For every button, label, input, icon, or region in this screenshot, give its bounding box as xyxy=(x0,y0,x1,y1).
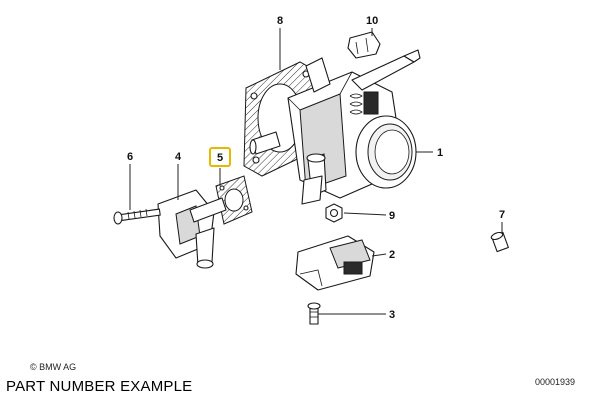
callout-10[interactable]: 10 xyxy=(366,15,378,27)
callout-1[interactable]: 1 xyxy=(437,147,443,159)
callout-3[interactable]: 3 xyxy=(389,309,395,321)
callout-6[interactable]: 6 xyxy=(127,151,133,163)
callout-5-highlight xyxy=(209,147,231,167)
part-7-pin[interactable] xyxy=(490,231,509,253)
part-4-flange[interactable] xyxy=(157,189,227,269)
callout-5[interactable]: 5 xyxy=(217,152,223,164)
leader-lines xyxy=(129,28,503,315)
part-5-gasket[interactable] xyxy=(215,175,253,225)
document-number: 00001939 xyxy=(535,377,576,387)
part-6-screw[interactable] xyxy=(113,208,161,225)
part-9-nut[interactable] xyxy=(325,203,343,223)
copyright-text: © BMW AG xyxy=(30,362,77,372)
callout-9[interactable]: 9 xyxy=(389,210,395,222)
callout-labels: 8 10 1 4 5 6 9 7 2 3 xyxy=(127,15,505,321)
callout-8[interactable]: 8 xyxy=(277,15,283,27)
part-2-sensor[interactable] xyxy=(295,235,375,291)
part-3-bolt[interactable] xyxy=(307,302,321,325)
callout-7[interactable]: 7 xyxy=(499,209,505,221)
caption-text: PART NUMBER EXAMPLE xyxy=(6,378,193,395)
part-1-throttle-body[interactable] xyxy=(249,49,421,205)
callout-2[interactable]: 2 xyxy=(389,249,395,261)
part-10-clip[interactable] xyxy=(347,31,381,59)
callout-4[interactable]: 4 xyxy=(175,151,182,163)
